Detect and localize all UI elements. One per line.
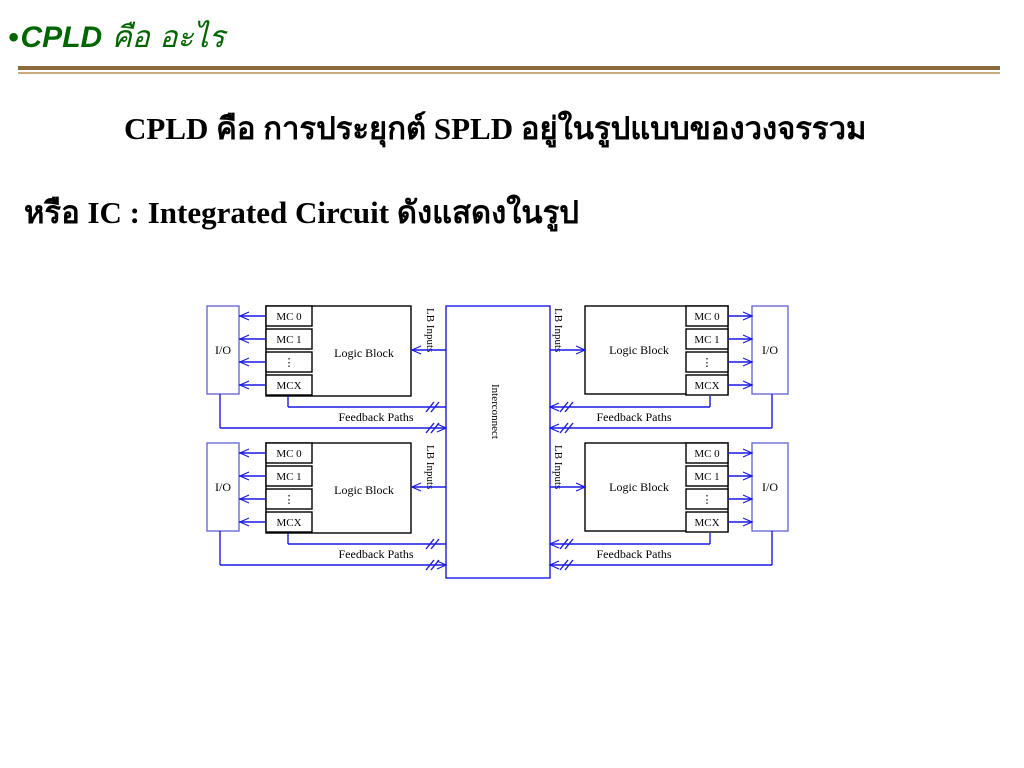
lb-input-arrow [575, 482, 587, 492]
title-rest: คือ อะไร [102, 20, 225, 55]
macrocell-label: MC 0 [694, 311, 720, 323]
io-block-right-3 [751, 442, 789, 532]
io-label: I/O [215, 480, 231, 494]
arrow-to-io [238, 494, 250, 504]
logic-block-label: Logic Block [334, 346, 394, 360]
macrocell-label: MCX [276, 380, 301, 392]
macrocell-label: ⋮ [284, 494, 295, 506]
arrow-to-io [238, 380, 250, 390]
io-block-left-0 [206, 305, 240, 395]
macrocell-label: MC 1 [276, 334, 301, 346]
feedback-label: Feedback Paths [339, 547, 414, 561]
bus-marker [425, 422, 435, 434]
io-label: I/O [762, 343, 778, 357]
feedback-arrow [548, 402, 560, 412]
arrow-to-io [742, 517, 754, 527]
logic-block-label: Logic Block [609, 343, 669, 357]
bus-marker [425, 538, 435, 550]
slide-title: •CPLD คือ อะไร [8, 18, 225, 58]
lb-inputs-label: LB Inputs [552, 445, 564, 489]
feedback-label: Feedback Paths [597, 547, 672, 561]
lb-inputs-label: LB Inputs [424, 308, 436, 352]
bus-marker [425, 559, 435, 571]
interconnect-label: Interconnect [489, 384, 501, 439]
bus-marker [564, 401, 574, 413]
logic-block-label: Logic Block [609, 480, 669, 494]
bus-marker [559, 538, 569, 550]
macrocell-label: MC 1 [276, 471, 301, 483]
io-block-right-2 [751, 305, 789, 395]
macrocell-label: MC 1 [694, 334, 719, 346]
lb-input-arrow [410, 482, 422, 492]
arrow-to-io [742, 334, 754, 344]
title-prefix: CPLD [20, 21, 103, 54]
body-text-line-1: CPLD คือ การประยุกต์ SPLD อยู่ในรูปแบบขอ… [124, 111, 867, 146]
macrocell-label: ⋮ [284, 357, 295, 369]
bus-marker [559, 422, 569, 434]
arrow-to-io [742, 494, 754, 504]
bus-marker [425, 401, 435, 413]
arrow-to-io [238, 357, 250, 367]
lb-inputs-label: LB Inputs [424, 445, 436, 489]
bus-marker [564, 538, 574, 550]
arrow-to-io [238, 334, 250, 344]
feedback-arrow [436, 423, 448, 433]
arrow-to-io [238, 517, 250, 527]
lb-input-arrow [410, 345, 422, 355]
macrocell-label: MC 0 [694, 448, 720, 460]
title-divider [18, 66, 1000, 70]
feedback-arrow [436, 560, 448, 570]
bus-marker [564, 422, 574, 434]
macrocell-label: MC 0 [276, 448, 302, 460]
macrocell-label: ⋮ [702, 494, 713, 506]
io-block-left-1 [206, 442, 240, 532]
macrocell-label: MCX [694, 517, 719, 529]
feedback-arrow [548, 423, 560, 433]
arrow-to-io [742, 380, 754, 390]
feedback-arrow [548, 560, 560, 570]
macrocell-label: MCX [276, 517, 301, 529]
arrow-to-io [742, 357, 754, 367]
feedback-label: Feedback Paths [339, 410, 414, 424]
macrocell-label: MC 0 [276, 311, 302, 323]
logic-block-label: Logic Block [334, 483, 394, 497]
arrow-to-io [238, 311, 250, 321]
bus-marker [430, 538, 440, 550]
macrocell-label: MC 1 [694, 471, 719, 483]
body-text-line-2: หรือ IC : Integrated Circuit ดังแสดงในรู… [24, 195, 579, 230]
bus-marker [564, 559, 574, 571]
bus-marker [559, 559, 569, 571]
lb-input-arrow [575, 345, 587, 355]
bus-marker [559, 401, 569, 413]
interconnect-block [445, 305, 551, 579]
bus-marker [430, 401, 440, 413]
lb-inputs-label: LB Inputs [552, 308, 564, 352]
title-bullet: • [8, 21, 19, 54]
feedback-label: Feedback Paths [597, 410, 672, 424]
io-label: I/O [762, 480, 778, 494]
arrow-to-io [238, 471, 250, 481]
arrow-to-io [742, 448, 754, 458]
macrocell-label: MCX [694, 380, 719, 392]
arrow-to-io [742, 311, 754, 321]
macrocell-label: ⋮ [702, 357, 713, 369]
arrow-to-io [742, 471, 754, 481]
arrow-to-io [238, 448, 250, 458]
title-divider-light [18, 72, 1000, 74]
io-label: I/O [215, 343, 231, 357]
feedback-arrow [548, 539, 560, 549]
